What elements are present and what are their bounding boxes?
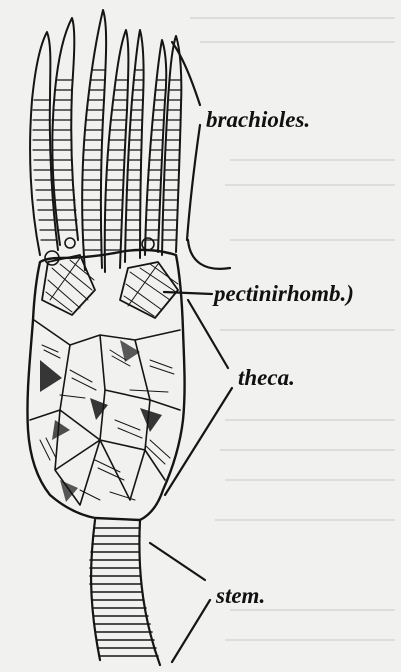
label-brachioles: brachioles. [206, 107, 310, 132]
label-stem: stem. [215, 583, 265, 608]
label-pectinirhomb: pectinirhomb.) [212, 281, 354, 306]
label-theca: theca. [238, 365, 295, 390]
